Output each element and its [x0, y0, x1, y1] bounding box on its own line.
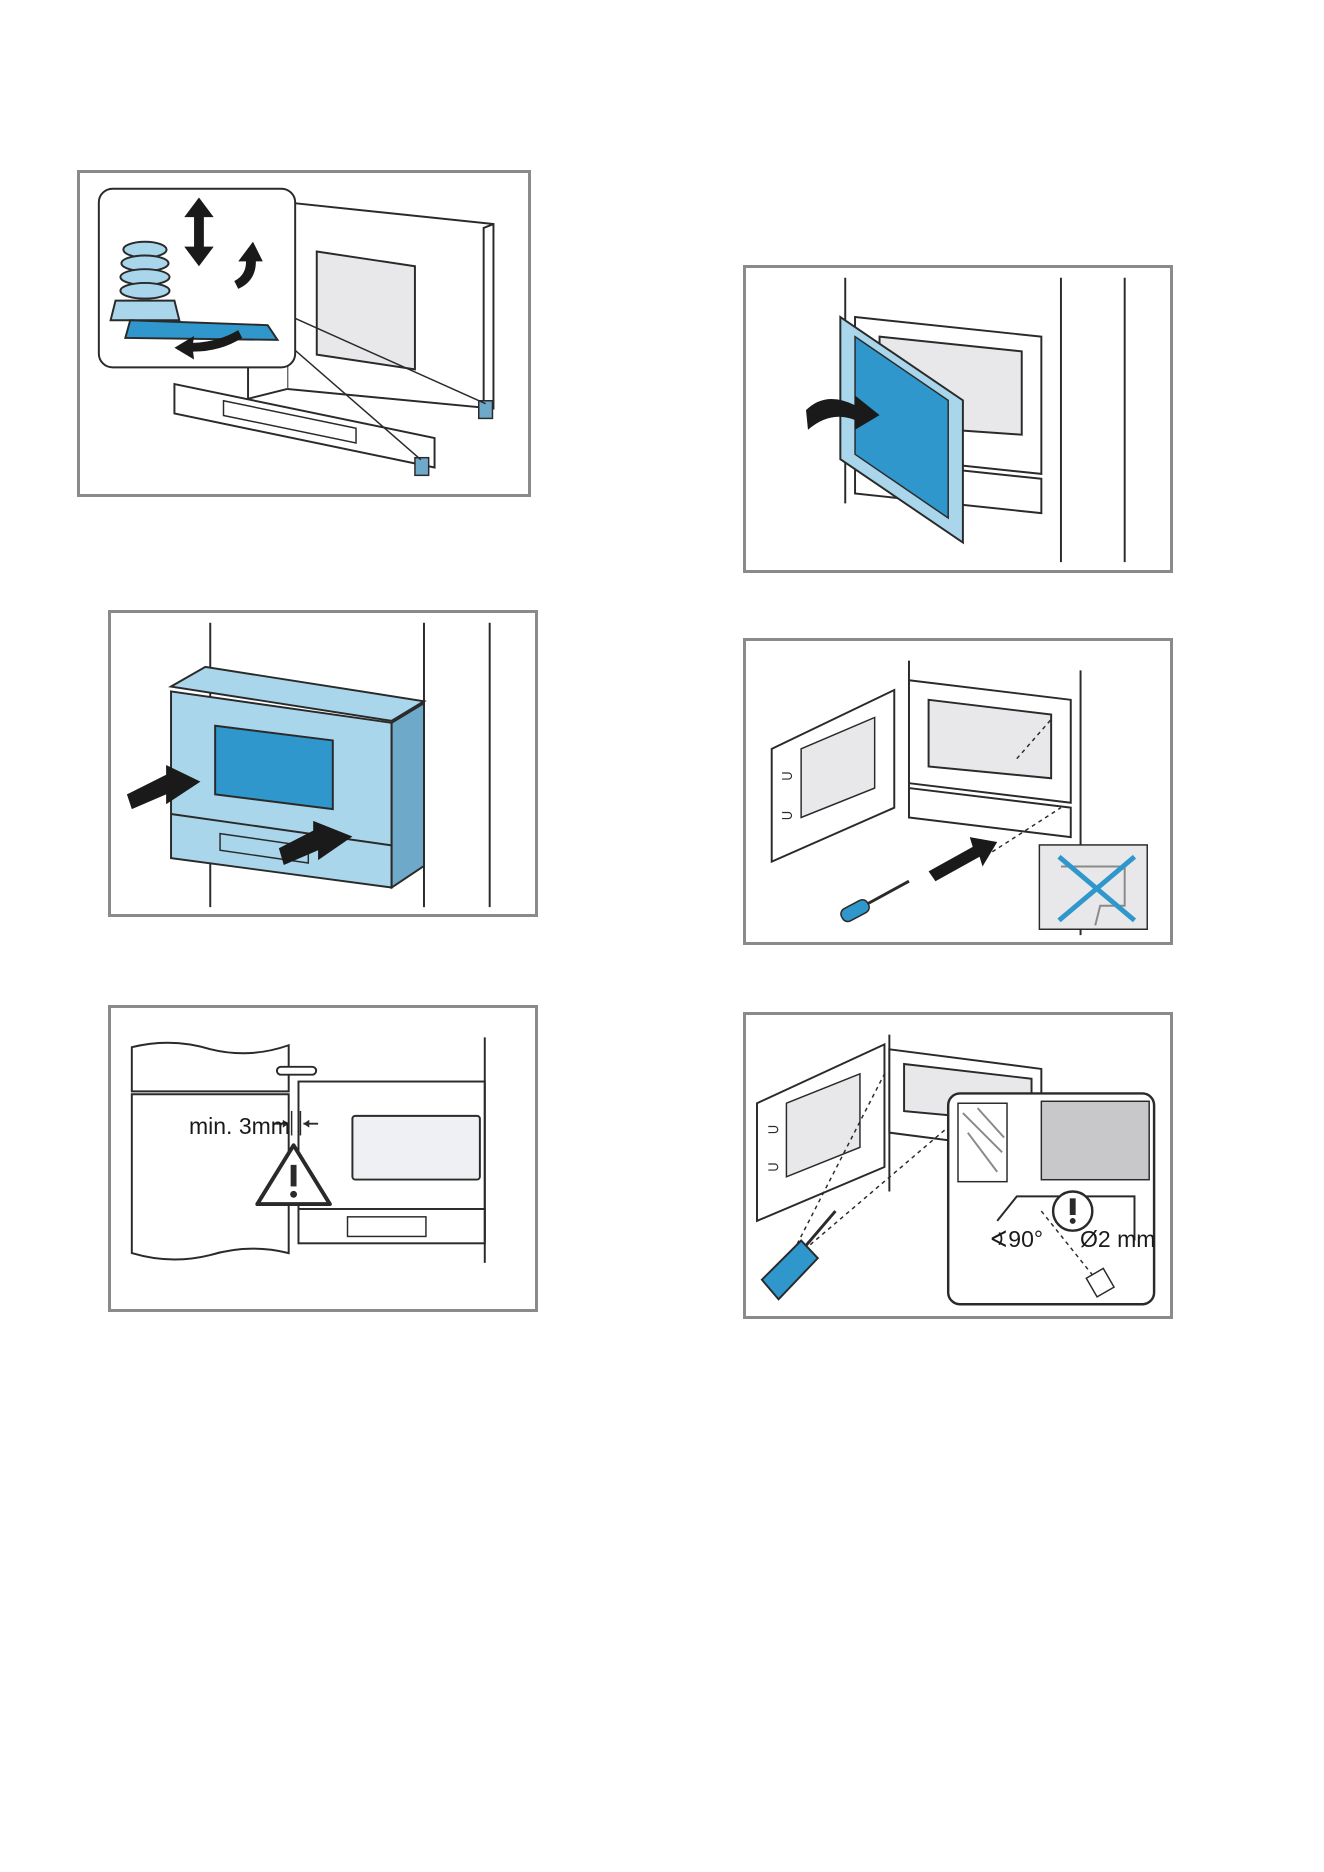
- figure-open-door: [743, 265, 1173, 573]
- figure-min-gap: min. 3mm: [108, 1005, 538, 1312]
- predrill-illustration: ⊃ ⊃: [746, 1015, 1170, 1316]
- adjust-feet-illustration: [80, 173, 528, 494]
- diameter-label: Ø2 mm: [1080, 1228, 1155, 1251]
- figure-insert-appliance: [108, 610, 538, 917]
- angle-label: ∢90°: [989, 1228, 1043, 1251]
- svg-text:⊃: ⊃: [767, 1122, 780, 1139]
- svg-text:⊃: ⊃: [781, 807, 794, 824]
- figure-adjust-feet: [77, 170, 531, 497]
- insert-appliance-illustration: [111, 613, 535, 914]
- min-gap-illustration: [111, 1008, 535, 1309]
- svg-text:⊃: ⊃: [767, 1159, 780, 1176]
- open-door-illustration: [746, 268, 1170, 570]
- figure-predrill: ⊃ ⊃ ∢90° Ø2 mm: [743, 1012, 1173, 1319]
- figure-screw-fixing: ⊃ ⊃: [743, 638, 1173, 945]
- screw-fixing-illustration: ⊃ ⊃: [746, 641, 1170, 942]
- gap-label: min. 3mm: [189, 1115, 290, 1138]
- svg-text:⊃: ⊃: [781, 768, 794, 785]
